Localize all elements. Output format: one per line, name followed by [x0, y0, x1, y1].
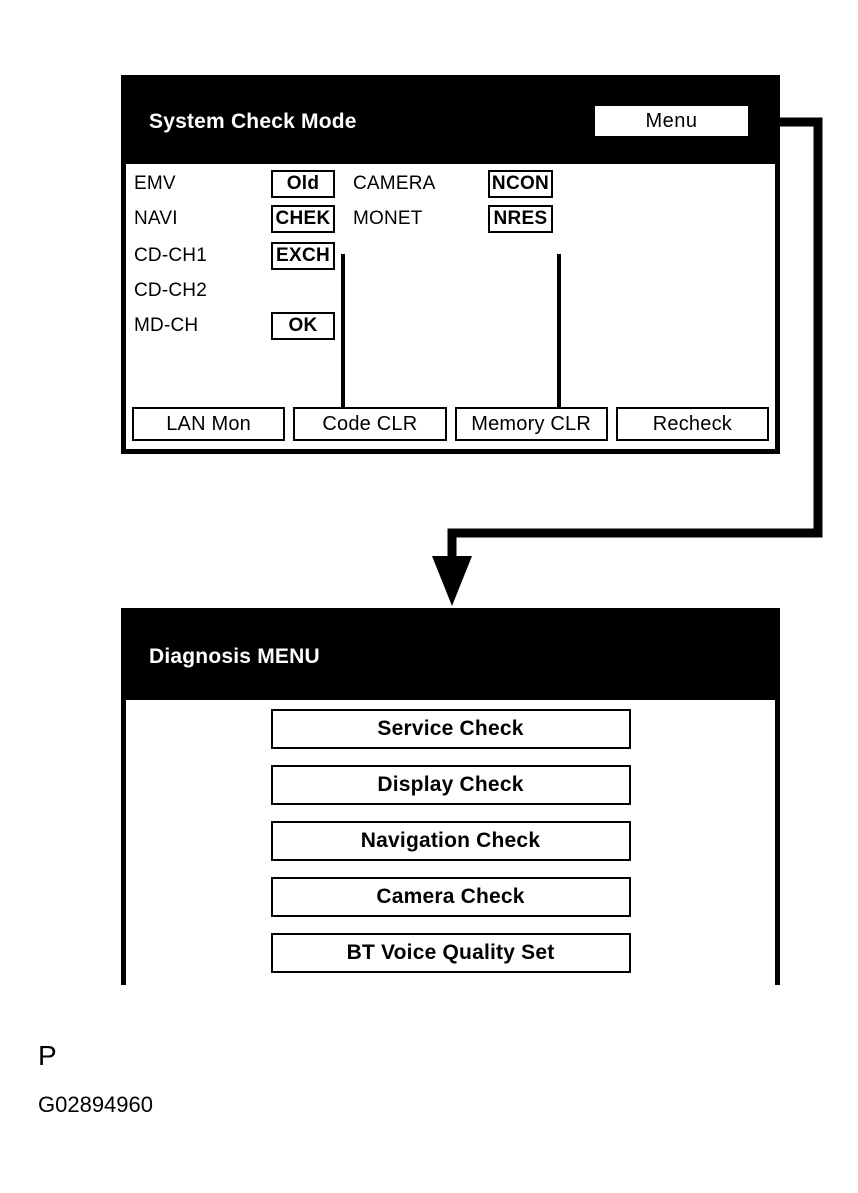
status-badge: NCON: [488, 170, 553, 198]
status-row: CAMERA: [353, 170, 436, 198]
menu-button[interactable]: Menu: [593, 104, 750, 138]
memory-clr-button[interactable]: Memory CLR: [454, 407, 608, 441]
recheck-button[interactable]: Recheck: [615, 407, 769, 441]
status-row: EMV: [134, 170, 176, 198]
status-label: EMV: [134, 173, 176, 194]
menu-item-bt-voice-quality[interactable]: BT Voice Quality Set: [270, 933, 631, 973]
menu-item-service-check[interactable]: Service Check: [270, 709, 631, 749]
status-badge: CHEK: [271, 205, 335, 233]
status-row: CD-CH1: [134, 242, 207, 270]
status-row: CD-CH2: [134, 277, 207, 305]
status-badge: NRES: [488, 205, 553, 233]
system-check-body: EMV Old NAVI CHEK CD-CH1 EXCH CD-CH2 MD-…: [126, 164, 775, 449]
status-badge: EXCH: [271, 242, 335, 270]
diagnosis-menu-body: Service Check Display Check Navigation C…: [126, 700, 775, 990]
status-row: NAVI: [134, 205, 178, 233]
page-title: Diagnosis MENU: [149, 644, 320, 668]
diagnosis-menu-panel: Diagnosis MENU Service Check Display Che…: [121, 608, 780, 990]
status-label: CD-CH2: [134, 280, 207, 301]
status-badge: Old: [271, 170, 335, 198]
menu-item-navigation-check[interactable]: Navigation Check: [270, 821, 631, 861]
menu-item-camera-check[interactable]: Camera Check: [270, 877, 631, 917]
status-label: MONET: [353, 208, 423, 229]
status-row: MONET: [353, 205, 423, 233]
action-button-row: LAN Mon Code CLR Memory CLR Recheck: [132, 407, 769, 441]
page-title: System Check Mode: [149, 110, 357, 133]
status-label: CAMERA: [353, 173, 436, 194]
status-label: NAVI: [134, 208, 178, 229]
status-row: MD-CH: [134, 312, 198, 340]
menu-item-display-check[interactable]: Display Check: [270, 765, 631, 805]
figure-caption-letter: P: [38, 1040, 57, 1071]
figure-caption-code: G02894960: [38, 1092, 153, 1117]
diagnosis-menu-header: Diagnosis MENU: [126, 613, 775, 700]
code-clr-button[interactable]: Code CLR: [293, 407, 447, 441]
status-label: CD-CH1: [134, 245, 207, 266]
lan-mon-button[interactable]: LAN Mon: [132, 407, 286, 441]
status-badge: OK: [271, 312, 335, 340]
system-check-mode-panel: System Check Mode Menu EMV Old NAVI CHEK…: [121, 75, 780, 454]
column-divider-left: [341, 254, 345, 439]
status-label: MD-CH: [134, 315, 199, 336]
system-check-header: System Check Mode Menu: [126, 80, 775, 164]
